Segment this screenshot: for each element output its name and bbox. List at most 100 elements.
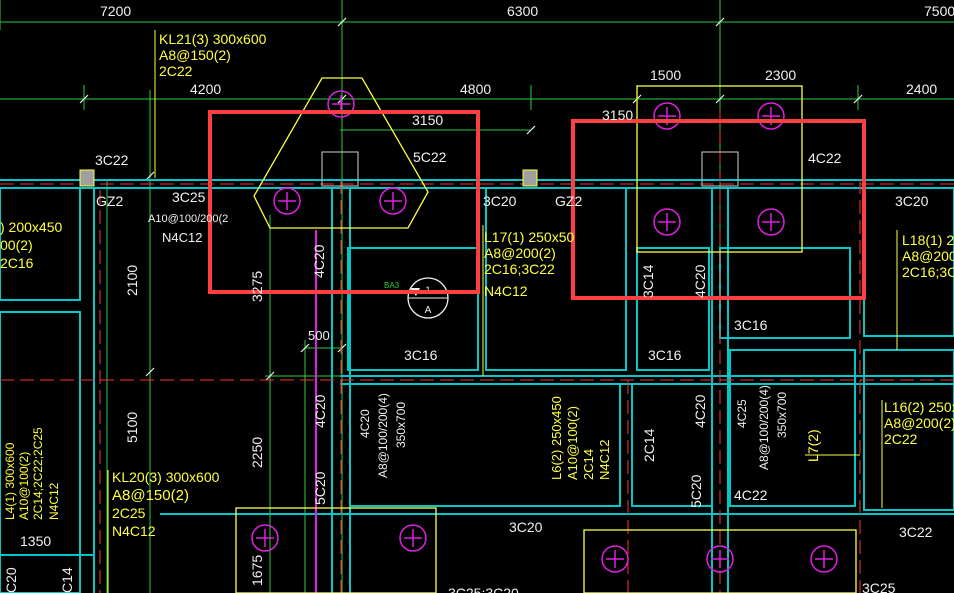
pile[interactable]: [653, 208, 681, 236]
label-4c25-3: 350x700: [775, 392, 789, 438]
piles: [251, 90, 838, 573]
label-4c22-low: 4C22: [734, 487, 768, 503]
label-3c14: 3C14: [640, 264, 656, 298]
highlight-box-right[interactable]: [571, 119, 866, 300]
dim-1675: 1675: [249, 555, 265, 586]
pile-cap-bottom-right[interactable]: [583, 529, 857, 593]
label-leaders: [107, 30, 898, 593]
beam-labels-yellow: KL21(3) 300x600 A8@150(2) 2C22 KL20(3) 3…: [0, 31, 954, 539]
kl20-stirrup: A8@150(2): [112, 487, 189, 504]
dim-3275: 3275: [249, 271, 265, 302]
pile[interactable]: [379, 187, 407, 215]
left-vert-rebar: 2C14;2C22;2C25: [31, 427, 45, 520]
label-3c20-mid: 3C20: [483, 193, 517, 209]
triangle-pile-cap[interactable]: [253, 77, 429, 229]
pile[interactable]: [757, 208, 785, 236]
kl20-rebar: 2C25: [112, 505, 146, 521]
label-3c25: 3C25: [172, 189, 206, 205]
label-gz2-a: GZ2: [96, 193, 123, 209]
label-n4c12: N4C12: [162, 230, 202, 245]
label-3c22-bot: 3C22: [899, 524, 933, 540]
kl21-rebar: 2C22: [159, 63, 193, 79]
columns: [321, 151, 739, 187]
gz-column-1[interactable]: [79, 169, 95, 187]
highlight-box-left[interactable]: [208, 110, 480, 294]
pile[interactable]: [273, 187, 301, 215]
pile-cap-bottom-left[interactable]: [235, 507, 437, 593]
left-beam-stirrup: 00(2): [0, 237, 33, 253]
left-beam-rebar: 2C16: [0, 255, 34, 271]
pile-caps: [235, 77, 857, 593]
dim-6300: 6300: [507, 3, 538, 19]
dimension-text: 7200 6300 7500 4200 4800 1500 2300 2400 …: [20, 3, 954, 586]
dim-2300: 2300: [765, 67, 796, 83]
dim-3150-right: 3150: [602, 107, 633, 123]
dim-7200: 7200: [100, 3, 131, 19]
label-3c25-bot2: 3C25;3C20: [448, 585, 519, 593]
label-2c14: 2C14: [641, 428, 657, 462]
l6-rebar: 2C14: [581, 449, 596, 480]
label-5c22: 5C22: [413, 149, 447, 165]
l16-rebar: 2C22: [884, 431, 918, 447]
left-beam-name: ) 200x450: [0, 219, 62, 235]
label-gz2-b: GZ2: [555, 193, 582, 209]
l16-stirrup: A8@200(2): [884, 415, 954, 431]
label-4c20-r: 4C20: [692, 394, 708, 428]
pile[interactable]: [601, 545, 629, 573]
dim-2250: 2250: [249, 437, 265, 468]
dim-2400: 2400: [906, 81, 937, 97]
label-4c20-beam: 4C20: [358, 409, 372, 438]
left-vert-waist: N4C12: [47, 482, 61, 520]
pile[interactable]: [251, 524, 279, 552]
l16-name: L16(2) 250x: [884, 399, 954, 415]
l6-waist: N4C12: [597, 440, 612, 480]
left-vert-name: L4(1) 300x600: [3, 442, 17, 520]
gz-columns: [79, 169, 538, 187]
l17-stirrup: A8@200(2): [484, 245, 556, 261]
dimension-ticks: [79, 17, 863, 381]
column-1[interactable]: [321, 151, 359, 187]
pile[interactable]: [399, 524, 427, 552]
label-4c20-beam3: 350x700: [394, 402, 408, 448]
highlight-boxes: [208, 110, 866, 300]
label-c14-left: C14: [59, 567, 75, 593]
kl21-name: KL21(3) 300x600: [159, 31, 267, 47]
kl21-stirrup: A8@150(2): [159, 47, 231, 63]
label-c20-left: C20: [3, 567, 19, 593]
gz-column-2[interactable]: [522, 169, 538, 187]
label-4c25-2: A8@100/200(4): [757, 385, 771, 470]
label-3c22-top: 3C22: [95, 152, 129, 168]
l17-waist: N4C12: [484, 283, 528, 299]
l18-name: L18(1) 25: [902, 232, 954, 248]
kl20-waist: N4C12: [112, 523, 156, 539]
dim-4800: 4800: [460, 81, 491, 97]
label-4c20-v2: 4C20: [692, 264, 708, 298]
pile[interactable]: [810, 545, 838, 573]
label-4c22: 4C22: [808, 150, 842, 166]
column-2[interactable]: [701, 151, 739, 187]
pile[interactable]: [706, 545, 734, 573]
axis-lines: [0, 110, 954, 593]
label-4c25: 4C25: [735, 399, 749, 428]
l18-stirrup: A8@200(: [902, 248, 954, 264]
l17-name: L17(1) 250x50: [484, 229, 575, 245]
green-mark: BA3: [384, 281, 400, 290]
label-a10: A10@100/200(2: [148, 213, 228, 225]
label-3c25-bot: 3C25: [862, 580, 896, 593]
l6-stirrup: A10@100(2): [565, 406, 580, 480]
left-vert-stirrup: A10@100(2): [17, 452, 31, 520]
square-pile-cap[interactable]: [636, 85, 803, 253]
label-4c20-beam2: A8@100/200(4): [376, 393, 390, 478]
label-4c20-v: 4C20: [311, 244, 327, 278]
l7-name: L7(2): [805, 429, 821, 462]
label-3c16-r: 3C16: [734, 317, 768, 333]
dim-7500: 7500: [924, 3, 954, 19]
l17-rebar: 2C16;3C22: [484, 261, 555, 277]
label-3c16-mid2: 3C16: [648, 347, 682, 363]
label-3c20-bot: 3C20: [509, 519, 543, 535]
l18-rebar: 2C16;3C: [902, 264, 954, 280]
section-marker-letter: A: [425, 305, 432, 316]
dim-1500: 1500: [650, 67, 681, 83]
rebar-text-white: 3C22 GZ2 3C25 A10@100/200(2 N4C12 5C22 3…: [3, 149, 933, 593]
